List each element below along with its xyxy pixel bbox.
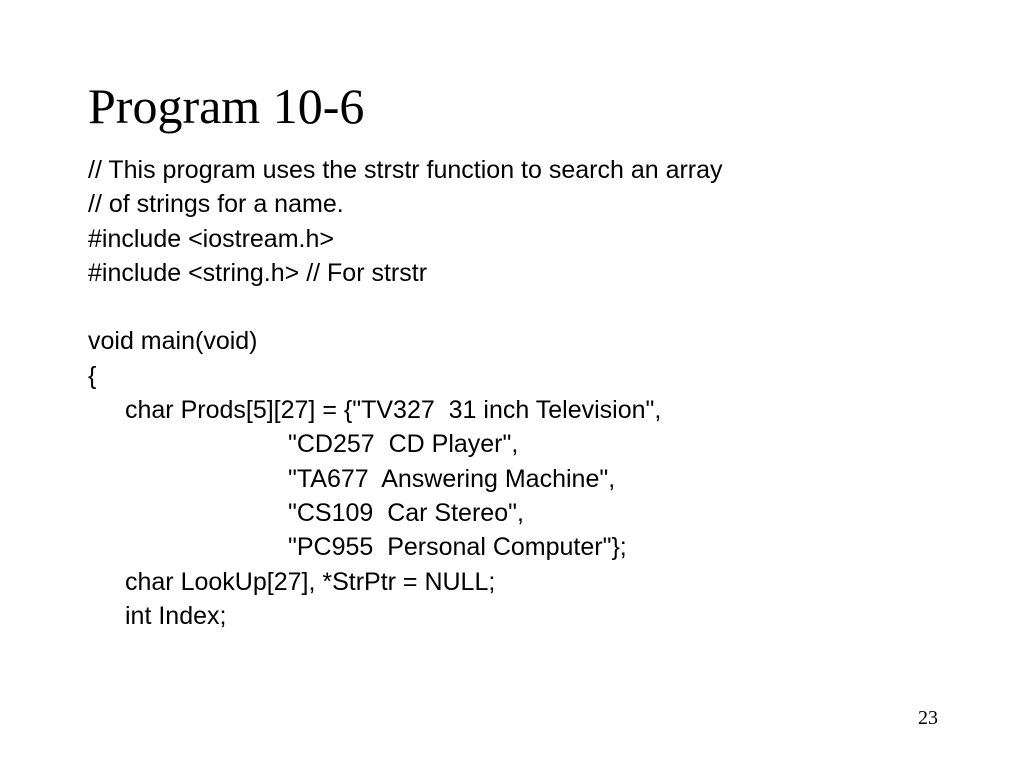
code-line-prods-declaration: char Prods[5][27] = {"TV327 31 inch Tele… xyxy=(125,396,662,425)
code-line-main-signature: void main(void) xyxy=(88,327,258,356)
code-line-index-declaration: int Index; xyxy=(125,601,227,630)
code-line-open-brace: { xyxy=(88,361,97,390)
code-line-prods-item-2: "CD257 CD Player", xyxy=(288,430,519,459)
code-line-comment-2: // of strings for a name. xyxy=(88,190,344,219)
code-line-include-string: #include <string.h> // For strstr xyxy=(88,258,428,287)
code-block: // This program uses the strstr function… xyxy=(88,153,723,633)
slide-title: Program 10-6 xyxy=(88,78,365,134)
code-line-prods-item-5: "PC955 Personal Computer"}; xyxy=(288,533,627,562)
page-number: 23 xyxy=(918,707,938,729)
code-line-comment-1: // This program uses the strstr function… xyxy=(88,156,723,184)
code-line-include-iostream: #include <iostream.h> xyxy=(88,224,334,253)
code-line-blank xyxy=(88,290,723,324)
code-line-prods-item-3: "TA677 Answering Machine", xyxy=(288,464,616,493)
code-line-lookup-declaration: char LookUp[27], *StrPtr = NULL; xyxy=(125,567,496,596)
code-line-prods-item-4: "CS109 Car Stereo", xyxy=(288,498,524,527)
